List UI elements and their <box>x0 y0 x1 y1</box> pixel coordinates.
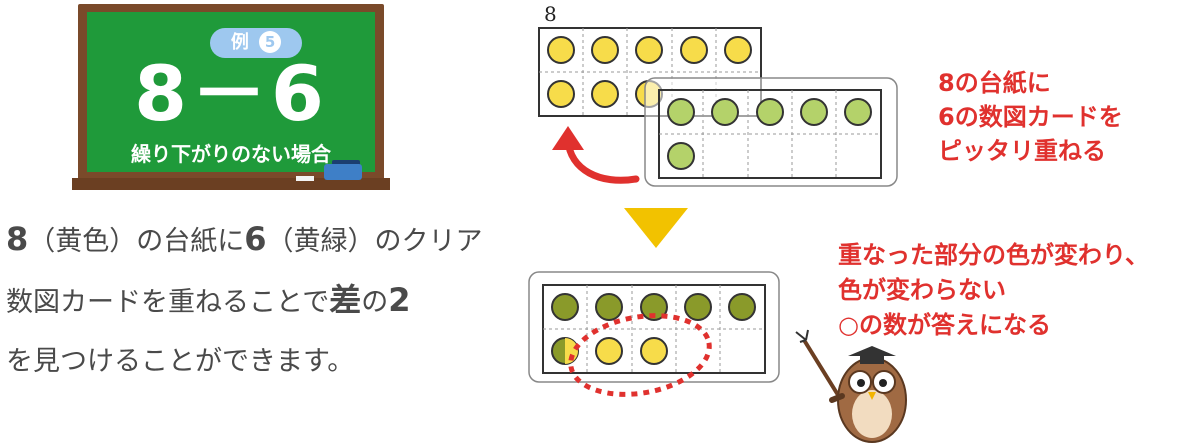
explanation-text: 8（黄色）の台紙に6（黄緑）のクリア 数図カードを重ねることで差の2 を見つける… <box>6 210 506 391</box>
overlap-dot <box>551 293 579 321</box>
overlap-dot <box>595 293 623 321</box>
owl-pupil-left <box>857 379 865 387</box>
answer-yellow-dot <box>640 337 668 365</box>
explanation-fragment: の <box>361 287 389 318</box>
yellow-dot <box>547 36 575 64</box>
owl-pupil-right <box>879 379 887 387</box>
yellow-dot <box>591 36 619 64</box>
explanation-line-2: 数図カードを重ねることで差の2 <box>6 271 506 332</box>
yellow-dot <box>547 80 575 108</box>
owl-wing <box>829 393 845 403</box>
sparkle <box>795 329 809 343</box>
green-dot <box>844 98 872 126</box>
example-badge: 例 5 <box>210 28 302 58</box>
result-card <box>528 271 780 397</box>
green-dot <box>667 98 695 126</box>
note-top-line-1: 8の台紙に <box>938 69 1051 97</box>
number-2: 2 <box>388 281 411 319</box>
overlap-dot <box>728 293 756 321</box>
explanation-fragment: 数図カードを重ねることで <box>6 287 330 318</box>
number-8: 8 <box>6 220 29 258</box>
result-card-sheet <box>528 271 780 383</box>
example-label: 例 <box>230 32 249 53</box>
note-bottom-line-1: 重なった部分の色が変わり、 <box>838 241 1150 269</box>
blackboard: 例 5 8－6 繰り下がりのない場合 <box>72 4 390 190</box>
yellow-dot <box>591 80 619 108</box>
top-card-label: 8 <box>544 2 557 26</box>
note-bottom-line-3: ○の数が答えになる <box>838 311 1051 339</box>
note-top: 8の台紙に 6の数図カードを ピッタリ重ねる <box>938 66 1123 168</box>
curved-arrow-icon <box>552 126 640 184</box>
answer-highlight-ellipse <box>568 313 712 397</box>
example-number: 5 <box>264 33 276 51</box>
explanation-line-1: 8（黄色）の台紙に6（黄緑）のクリア <box>6 210 506 271</box>
green-dot <box>756 98 784 126</box>
green-dot <box>667 142 695 170</box>
answer-yellow-dot <box>595 337 623 365</box>
green-dot <box>711 98 739 126</box>
explanation-fragment: （黄緑）のクリア <box>266 226 483 257</box>
note-bottom-line-2: 色が変わらない <box>838 276 1006 304</box>
eraser-handle <box>332 160 360 166</box>
board-ledge <box>72 178 390 190</box>
eraser <box>324 164 362 180</box>
board-expression: 8－6 <box>134 49 328 138</box>
example-number-circle: 5 <box>259 31 282 53</box>
down-triangle-icon <box>624 208 688 248</box>
yellow-dot <box>680 36 708 64</box>
half-yellow-dot <box>565 338 578 364</box>
pointer-stick <box>802 338 840 397</box>
graduation-cap-base <box>860 356 884 364</box>
green-dot <box>800 98 828 126</box>
yellow-dot <box>724 36 752 64</box>
note-bottom: 重なった部分の色が変わり、 色が変わらない ○の数が答えになる <box>838 238 1149 343</box>
clear-card-sheet <box>644 77 898 187</box>
note-top-line-3: ピッタリ重ねる <box>938 137 1106 165</box>
arrow-head <box>552 126 584 150</box>
overlap-dot <box>684 293 712 321</box>
owl-beak <box>868 392 876 400</box>
number-6: 6 <box>244 220 267 258</box>
blackboard-surface: 例 5 8－6 繰り下がりのない場合 <box>87 12 375 172</box>
yellow-dot <box>635 36 663 64</box>
keyword-difference: 差 <box>329 281 362 319</box>
overlap-dot <box>640 293 668 321</box>
board-subtitle: 繰り下がりのない場合 <box>131 142 331 166</box>
clear-green-card <box>644 77 898 187</box>
graduation-cap <box>848 346 896 356</box>
note-top-line-2: 6の数図カードを <box>938 103 1123 131</box>
explanation-line-3: を見つけることができます。 <box>6 346 355 377</box>
owl-belly <box>852 390 892 438</box>
explanation-fragment: （黄色）の台紙に <box>28 226 245 257</box>
owl-mascot-icon <box>795 329 907 443</box>
chalk <box>296 176 314 181</box>
